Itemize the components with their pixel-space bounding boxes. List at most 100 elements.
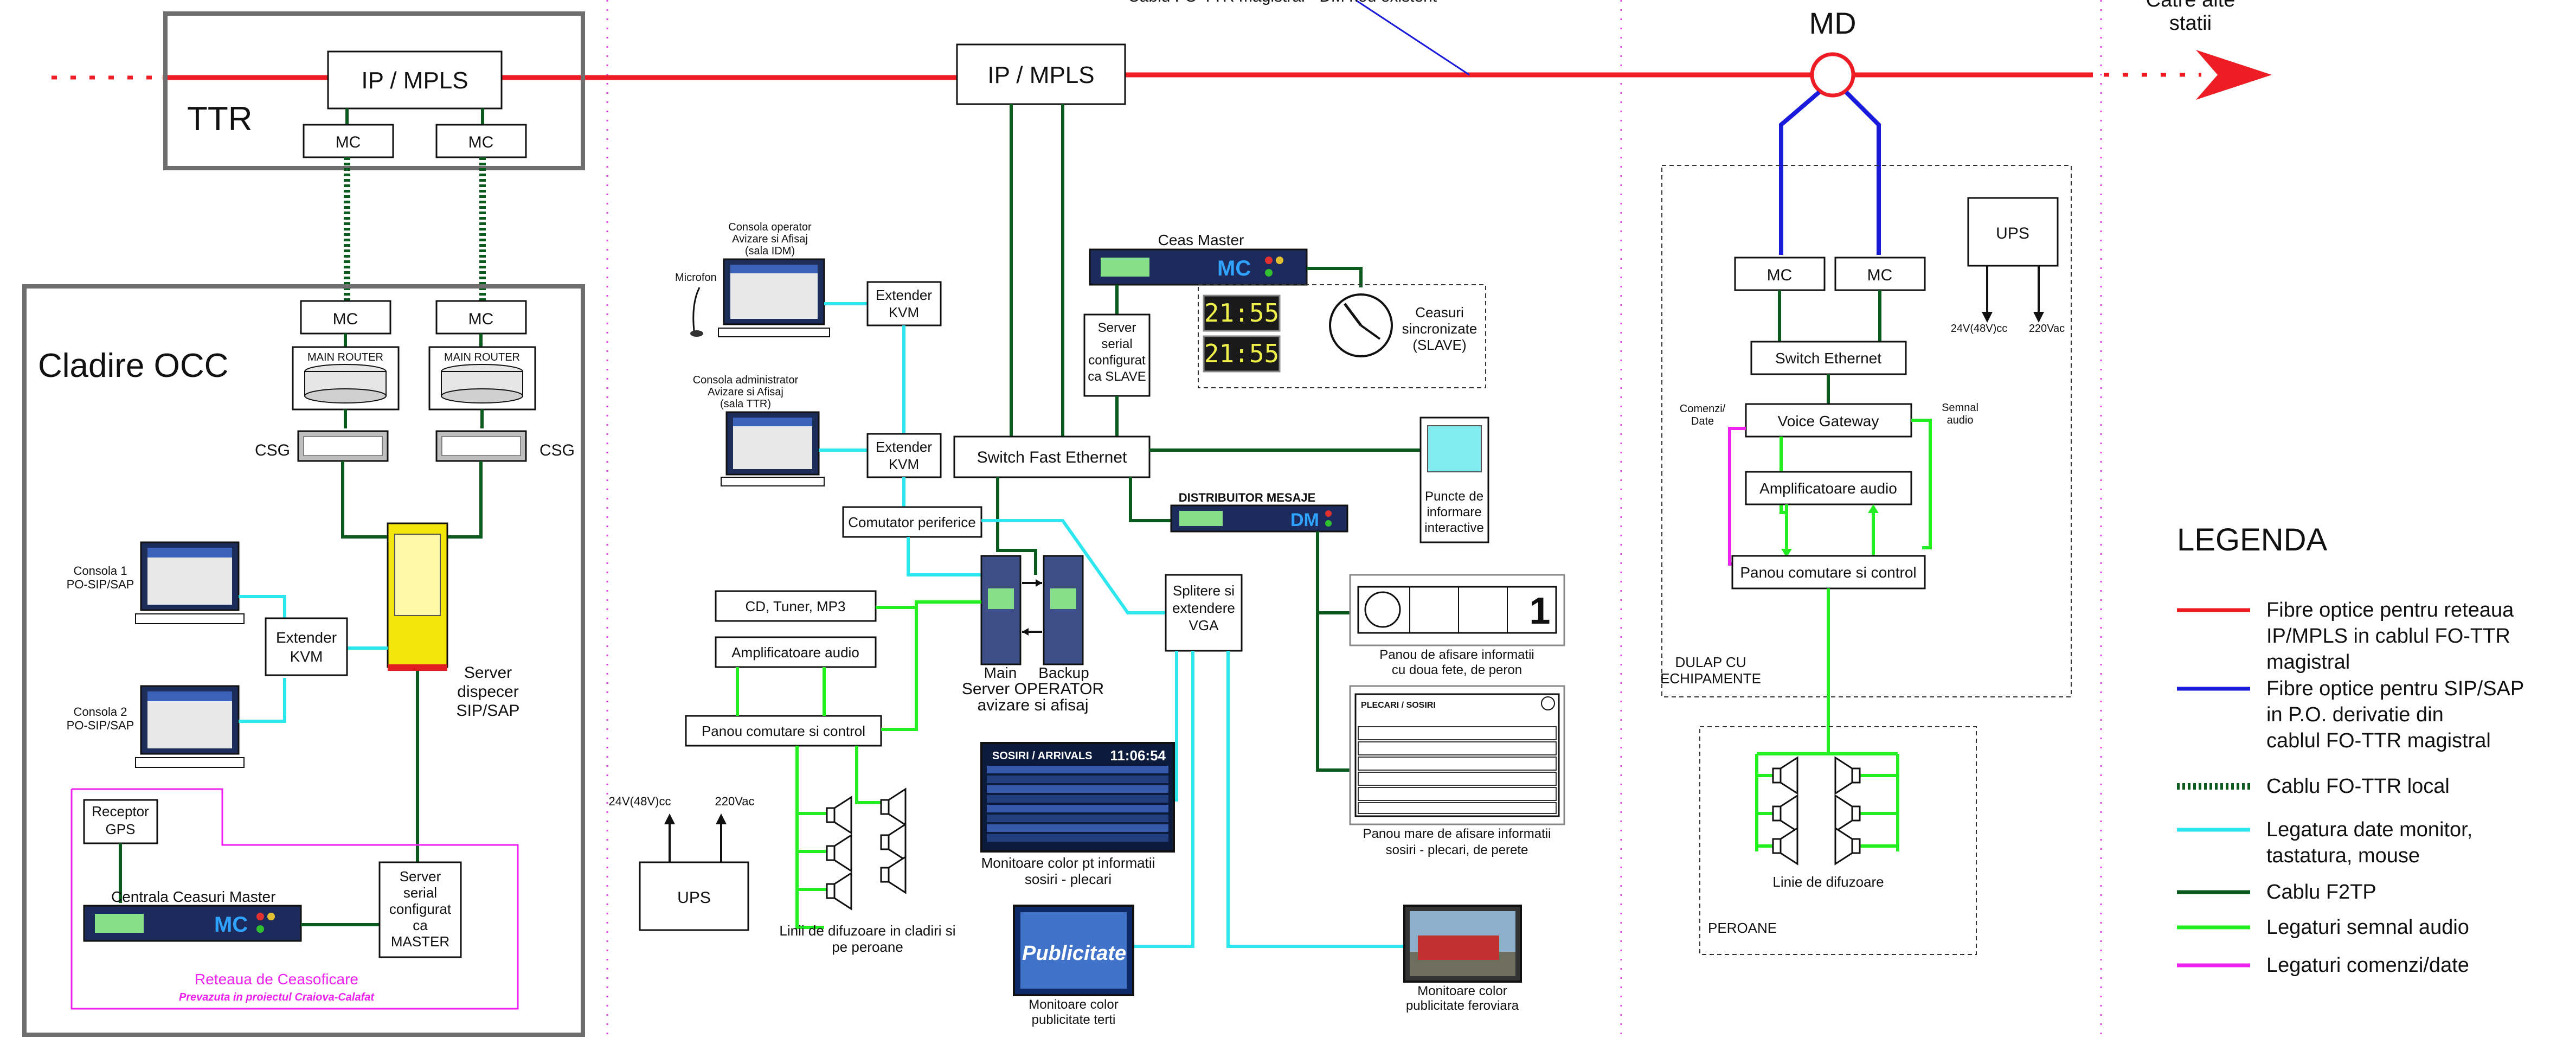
station-section: IP / MPLS Consola operator Avizare si Af… xyxy=(609,43,1565,1027)
md-mc-left-label: MC xyxy=(1767,266,1793,284)
ceasoficare-note: Prevazuta in proiectul Craiova-Calafat xyxy=(179,991,375,1003)
server-dispecer-label-2: dispecer xyxy=(457,683,518,701)
server-slave-label-2: serial xyxy=(1101,337,1132,351)
switch-label: Switch Fast Ethernet xyxy=(977,448,1127,466)
puncte-label-3: interactive xyxy=(1424,521,1483,535)
station-ipmpls-box xyxy=(956,43,1126,105)
linie-difuzoare-label: Linie de difuzoare xyxy=(1772,874,1884,890)
arrivals-board-time: 11:06:54 xyxy=(1110,747,1166,764)
mon-terti-label-2: publicitate terti xyxy=(1032,1013,1116,1027)
amplif-label: Amplificatoare audio xyxy=(731,644,859,661)
consola2-keyboard xyxy=(135,757,245,768)
consola2-label-1: Consola 2 xyxy=(73,705,127,719)
consola1-label-2: PO-SIP/SAP xyxy=(67,578,134,591)
server-master xyxy=(378,861,462,958)
legend-label-0-0: Fibre optice pentru reteaua xyxy=(2266,599,2514,621)
server-slave xyxy=(1083,313,1151,397)
legend-label-2-0: Cablu FO-TTR local xyxy=(2266,775,2450,798)
mon-terti-label-1: Monitoare color xyxy=(1029,997,1118,1012)
speakers-center xyxy=(826,787,907,911)
publicitate-word: Publicitate xyxy=(1022,942,1126,965)
md-mc-left xyxy=(1734,257,1826,291)
consola-adm-label-3: (sala TTR) xyxy=(720,398,771,410)
md-switch-label: Switch Ethernet xyxy=(1775,350,1881,367)
monitoare-label-2: sosiri - plecari xyxy=(1025,871,1112,887)
panou-peron-label-2: cu doua fete, de peron xyxy=(1392,663,1522,677)
consola-adm-label-2: Avizare si Afisaj xyxy=(708,386,783,398)
ceas-master-label: Ceas Master xyxy=(1158,232,1244,248)
backup-server-rack xyxy=(1043,555,1084,665)
main-server-label: Main xyxy=(984,664,1017,681)
distribuitor-label: DISTRIBUITOR MESAJE xyxy=(1179,491,1316,504)
receptor-label-1: Receptor xyxy=(92,803,149,819)
amplificatoare-audio xyxy=(715,636,877,668)
comutator-periferice xyxy=(842,506,982,538)
centrala-label: Centrala Ceasuri Master xyxy=(111,888,275,905)
consola-adm-keyboard xyxy=(721,477,825,486)
puncte-label-2: informare xyxy=(1427,505,1481,520)
legend-label-0-1: IP/MPLS in cablul FO-TTR xyxy=(2266,625,2510,648)
legend-label-6-0: Legaturi comenzi/date xyxy=(2266,954,2469,977)
panou-mare-label-2: sosiri - plecari, de perete xyxy=(1386,843,1528,857)
legend-label-5-0: Legaturi semnal audio xyxy=(2266,916,2469,939)
ttr-title: TTR xyxy=(187,100,253,138)
router-right-label: MAIN ROUTER xyxy=(444,351,520,363)
consola-op-label-2: Avizare si Afisaj xyxy=(732,233,808,245)
voice-gateway-label: Voice Gateway xyxy=(1778,413,1879,430)
consola-op-label-3: (sala IDM) xyxy=(745,245,795,257)
panou-mare-rows xyxy=(1358,726,1557,814)
legend-label-1-2: cablul FO-TTR magistral xyxy=(2266,729,2491,752)
ceasuri-label-3: (SLAVE) xyxy=(1412,337,1466,353)
comenzi-label-2: Date xyxy=(1691,415,1714,427)
receptor-gps xyxy=(83,799,158,844)
ceasuri-label-1: Ceasuri xyxy=(1415,304,1464,321)
server-master-label-5: MASTER xyxy=(391,933,449,950)
splitter-label-3: VGA xyxy=(1189,617,1219,633)
panou-peron-clock-icon xyxy=(1364,591,1401,628)
monitoare-label-1: Monitoare color pt informatii xyxy=(981,855,1155,871)
main-server-rack xyxy=(980,555,1022,665)
arrow-head-icon xyxy=(2196,50,2272,100)
splitter-label-2: extendere xyxy=(1172,600,1235,616)
splitere-vga xyxy=(1165,574,1243,652)
legend-label-0-2: magistral xyxy=(2266,651,2350,674)
ceasoficare-boundary xyxy=(70,788,519,1010)
svg-text:MC: MC xyxy=(1217,257,1251,280)
occ-mc-left-label: MC xyxy=(333,310,358,328)
server-dispecer-label-1: Server xyxy=(464,664,512,682)
occ-title: Cladire OCC xyxy=(38,347,228,385)
server-slave-label-4: ca SLAVE xyxy=(1088,369,1146,384)
ceasoficare-title: Reteaua de Ceasoficare xyxy=(195,971,358,988)
md-panou-comutare xyxy=(1731,555,1926,590)
cable-label: Cablu FO-TTR magistral - DM nou existent xyxy=(1128,0,1437,5)
occ-extender-label-1: Extender xyxy=(276,629,337,646)
consola-op-label-1: Consola operator xyxy=(728,221,812,233)
consola-adm-label-1: Consola administrator xyxy=(693,374,799,386)
legend-label-1-1: in P.O. derivatie din xyxy=(2266,703,2444,726)
legend-title: LEGENDA xyxy=(2177,522,2328,558)
occ-extender-kvm xyxy=(265,617,348,676)
comutator-label: Comutator periferice xyxy=(848,514,976,530)
occ-section: Cladire OCC MC MC MAIN ROUTER MAIN ROUTE… xyxy=(22,284,585,1037)
panou-mare-title: PLECARI / SOSIRI xyxy=(1361,701,1436,710)
extender2-label-1: Extender xyxy=(876,439,932,455)
extender1-label-1: Extender xyxy=(876,287,932,303)
legend-label-4-0: Cablu F2TP xyxy=(2266,881,2376,904)
csg-left-label: CSG xyxy=(255,441,290,459)
splitter-label-1: Splitere si xyxy=(1173,582,1235,599)
md-ups-label: UPS xyxy=(1996,225,2029,242)
consola-op-keyboard xyxy=(718,328,830,337)
svg-text:MC: MC xyxy=(214,913,248,937)
ttr-section: TTR IP / MPLS MC MC xyxy=(163,11,585,301)
ttr-mc-right-label: MC xyxy=(468,133,494,151)
md-mc-right-label: MC xyxy=(1867,266,1893,284)
backup-server-label: Backup xyxy=(1038,664,1089,681)
digital-clock-2 xyxy=(1203,335,1281,373)
digital-clock-2-digits: 21:55 xyxy=(1204,339,1279,368)
mon-fero-label-2: publicitate feroviara xyxy=(1406,998,1519,1013)
server-master-label-1: Server xyxy=(400,868,441,885)
md-section: MC MC UPS 24V(48V)cc 220Vac Switch Ether… xyxy=(1660,90,2072,955)
digital-clock-1 xyxy=(1203,294,1281,332)
